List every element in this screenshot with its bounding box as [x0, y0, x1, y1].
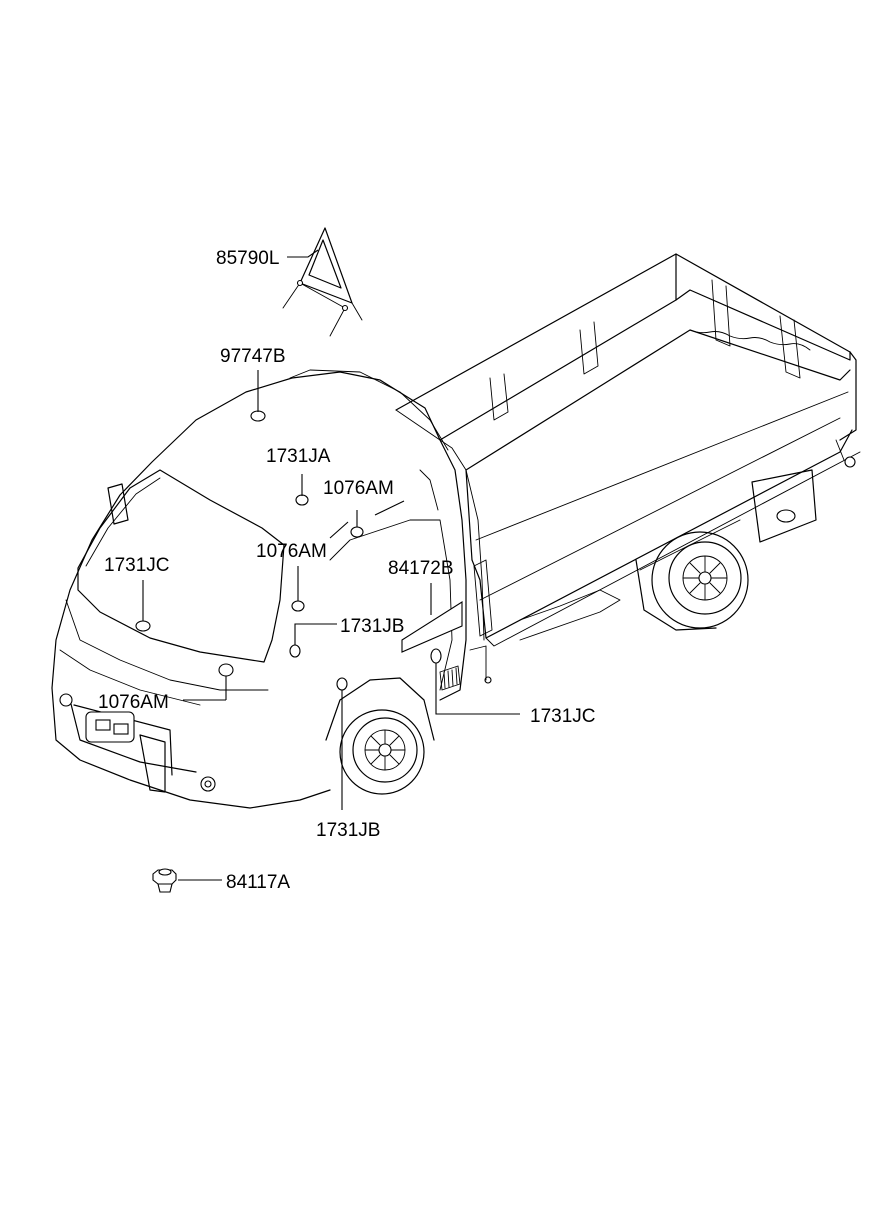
- callout-97747b: 97747B: [220, 346, 286, 367]
- plug-1731jc-door: [430, 648, 442, 664]
- callout-1731jb-fender: 1731JB: [316, 820, 380, 841]
- part-markers: [135, 410, 463, 893]
- grommet-1731jc-front: [135, 620, 151, 632]
- callout-1731jb-inner: 1731JB: [340, 616, 404, 637]
- plug-1731jb-inner: [289, 644, 301, 658]
- clip-84117a-drawing: [152, 868, 177, 893]
- callout-1076am-lower: 1076AM: [98, 692, 169, 713]
- label-84172b: [401, 601, 463, 653]
- callout-85790l: 85790L: [216, 248, 279, 269]
- plug-1731jb-fender: [336, 677, 348, 691]
- plug-1076am-upper: [350, 526, 364, 538]
- callout-1076am-mid: 1076AM: [256, 541, 327, 562]
- plug-1076am-lower: [218, 663, 234, 677]
- callout-1731jc-front: 1731JC: [104, 555, 170, 576]
- callout-1731ja: 1731JA: [266, 446, 331, 467]
- warning-triangle-drawing: [282, 227, 363, 337]
- callout-84117a: 84117A: [226, 872, 290, 893]
- plug-1076am-mid: [291, 600, 305, 612]
- callout-84172b: 84172B: [388, 558, 454, 579]
- callout-labels: 85790L 97747B 1731JA 1076AM 1076AM 84172…: [98, 248, 596, 893]
- roof-grommet-97747b: [250, 410, 266, 422]
- plug-1731ja: [295, 494, 309, 506]
- truck-drawing: [51, 253, 861, 809]
- leader-lines: [142, 249, 520, 881]
- callout-1076am-upper: 1076AM: [323, 478, 394, 499]
- callout-1731jc-door: 1731JC: [530, 706, 596, 727]
